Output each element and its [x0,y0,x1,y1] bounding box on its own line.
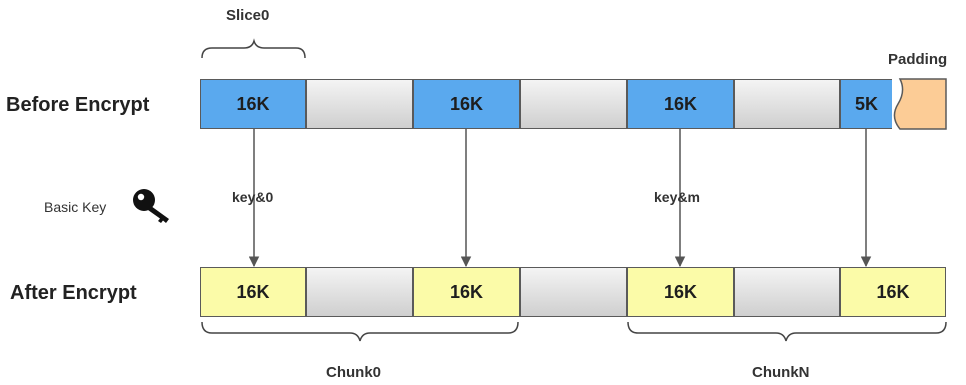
slice-brace [201,38,306,59]
before-gap-0 [306,79,413,129]
after-gap-0 [306,267,413,317]
padding-block [893,78,947,130]
before-gap-2 [734,79,840,129]
key-m-label: key&m [654,189,700,205]
before-block-0: 16K [200,79,306,129]
chunkn-label: ChunkN [752,364,810,381]
after-block-0: 16K [200,267,306,317]
chunkn-brace [627,321,947,342]
after-block-1: 16K [413,267,520,317]
after-block-2: 16K [627,267,734,317]
after-gap-2 [734,267,840,317]
before-block-1: 16K [413,79,520,129]
chunk0-label: Chunk0 [326,364,382,381]
after-encrypt-label: After Encrypt [10,282,137,304]
before-block-2: 16K [627,79,734,129]
before-gap-1 [520,79,627,129]
after-gap-1 [520,267,627,317]
key-zero-label: key&0 [232,189,274,205]
after-block-3: 16K [840,267,946,317]
basic-key-label: Basic Key [44,199,107,215]
slice-label: Slice0 [226,7,270,24]
padding-label: Padding [888,51,948,68]
before-encrypt-label: Before Encrypt [6,94,150,116]
chunk0-brace [201,321,519,342]
key-icon [133,189,169,223]
before-block-3: 5K [840,79,892,129]
